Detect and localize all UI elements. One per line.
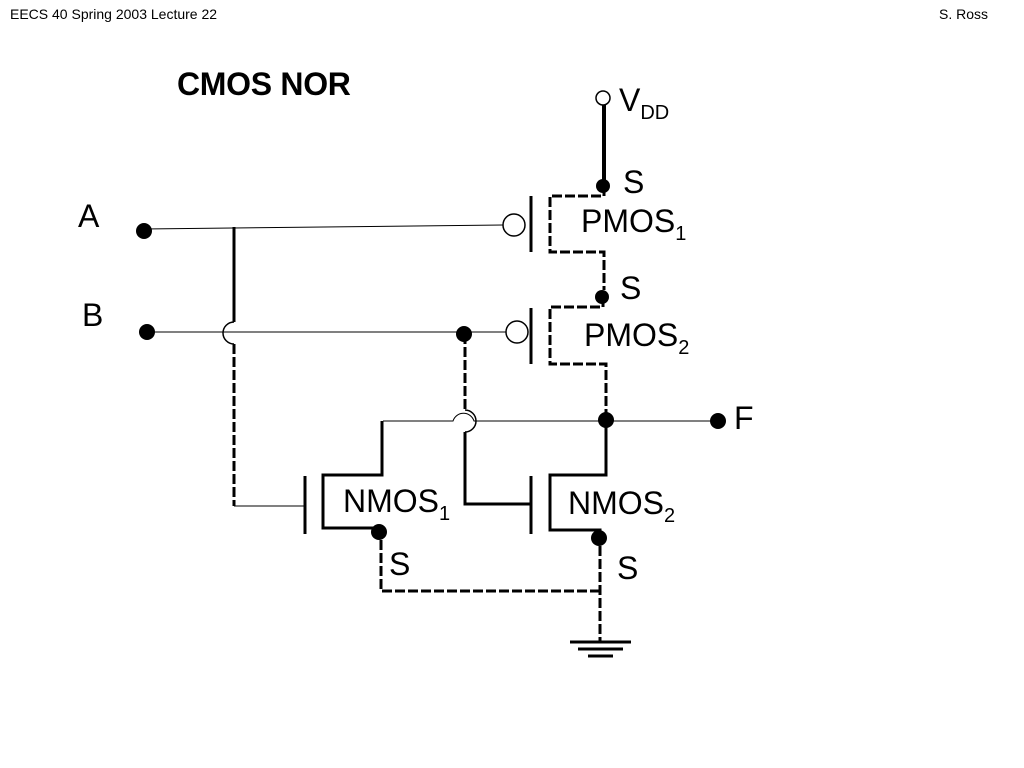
input-a: A <box>78 198 504 507</box>
pmos2-label: PMOS2 <box>584 317 689 359</box>
nmos2-source-node <box>591 530 607 546</box>
output-wire <box>383 412 718 422</box>
output-terminal <box>710 413 726 429</box>
pmos2-channel <box>548 297 608 420</box>
input-b-label: B <box>82 297 103 333</box>
pmos1-source-label: S <box>623 164 644 200</box>
pmos1-source-node <box>596 179 610 193</box>
pmos2-gate-bubble <box>505 320 529 344</box>
pmos2-source-node <box>595 290 609 304</box>
page-title: CMOS NOR <box>177 66 351 102</box>
vdd-supply: VDD <box>595 82 669 186</box>
vdd-terminal <box>595 90 611 106</box>
pmos1-channel <box>548 186 606 290</box>
crossover-hop-b <box>464 409 477 433</box>
vdd-label: VDD <box>619 82 669 124</box>
nmos1-label: NMOS1 <box>343 483 450 525</box>
crossover-hop-a <box>222 321 235 345</box>
input-a-terminal <box>136 223 152 239</box>
nmos2-label: NMOS2 <box>568 485 675 527</box>
ground-return-wire <box>379 540 602 593</box>
output-f: F <box>383 400 754 436</box>
output-f-label: F <box>734 400 754 436</box>
input-a-wire <box>143 224 504 230</box>
pmos1-label: PMOS1 <box>581 203 686 245</box>
ground-symbol <box>379 540 631 658</box>
input-b: B <box>82 297 530 506</box>
author-header: S. Ross <box>938 6 988 22</box>
nmos1-source-node <box>371 524 387 540</box>
pmos1-transistor: S PMOS1 <box>502 164 686 290</box>
nmos2-transistor: S NMOS2 <box>529 420 675 586</box>
nmos1-source-label: S <box>389 546 410 582</box>
pmos2-transistor: S PMOS2 <box>505 270 689 420</box>
input-b-to-nmos2 <box>463 432 530 506</box>
input-a-label: A <box>78 198 100 234</box>
pmos2-source-label: S <box>620 270 641 306</box>
nmos1-transistor: S NMOS1 <box>303 421 450 582</box>
pmos1-gate-bubble <box>502 213 526 237</box>
nmos2-source-label: S <box>617 550 638 586</box>
lecture-header: EECS 40 Spring 2003 Lecture 22 <box>10 6 218 22</box>
